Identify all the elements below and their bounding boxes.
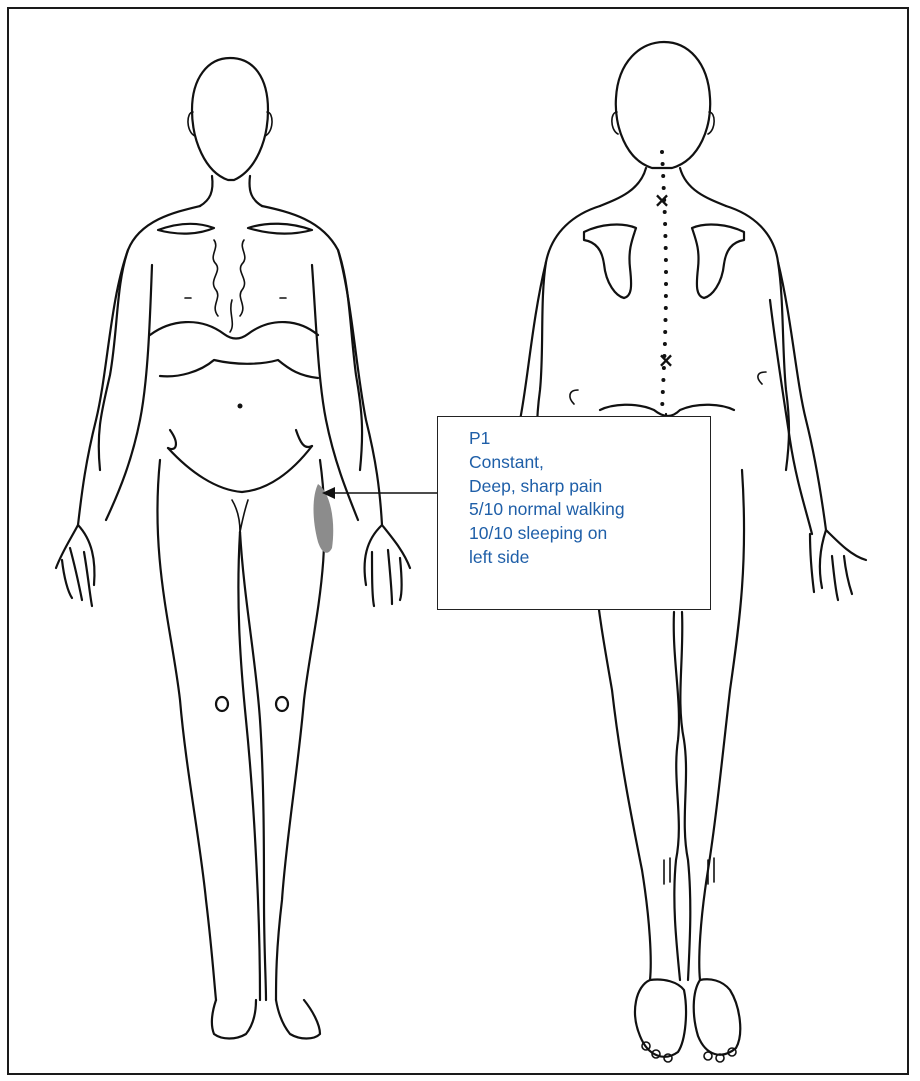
spine-dot	[663, 222, 667, 226]
spine-dot	[660, 402, 664, 406]
spine-dot	[664, 318, 668, 322]
front-body-outline	[56, 58, 410, 1039]
spine-dot	[661, 174, 665, 178]
spine-marker-lower: ×	[658, 348, 675, 372]
spine-marker-upper: ×	[654, 188, 671, 212]
spine-dot	[663, 234, 667, 238]
spine-dot	[663, 342, 667, 346]
spine-dot	[664, 306, 668, 310]
callout-line-4: 10/10 sleeping on	[469, 522, 710, 546]
spine-dot	[661, 378, 665, 382]
callout-label: P1	[469, 427, 710, 451]
spine-dot	[664, 246, 668, 250]
callout-line-2: Deep, sharp pain	[469, 475, 710, 499]
spine-dot	[663, 330, 667, 334]
spine-dot	[664, 258, 668, 262]
spine-dot	[661, 162, 665, 166]
spine-dot	[664, 294, 668, 298]
callout-line-3: 5/10 normal walking	[469, 498, 710, 522]
callout-line-5: left side	[469, 546, 710, 570]
callout-line-1: Constant,	[469, 451, 710, 475]
pain-callout-box: P1 Constant, Deep, sharp pain 5/10 norma…	[437, 416, 711, 610]
spine-dot	[664, 270, 668, 274]
spine-dot	[660, 150, 664, 154]
spine-dot	[661, 390, 665, 394]
spine-dot	[664, 282, 668, 286]
